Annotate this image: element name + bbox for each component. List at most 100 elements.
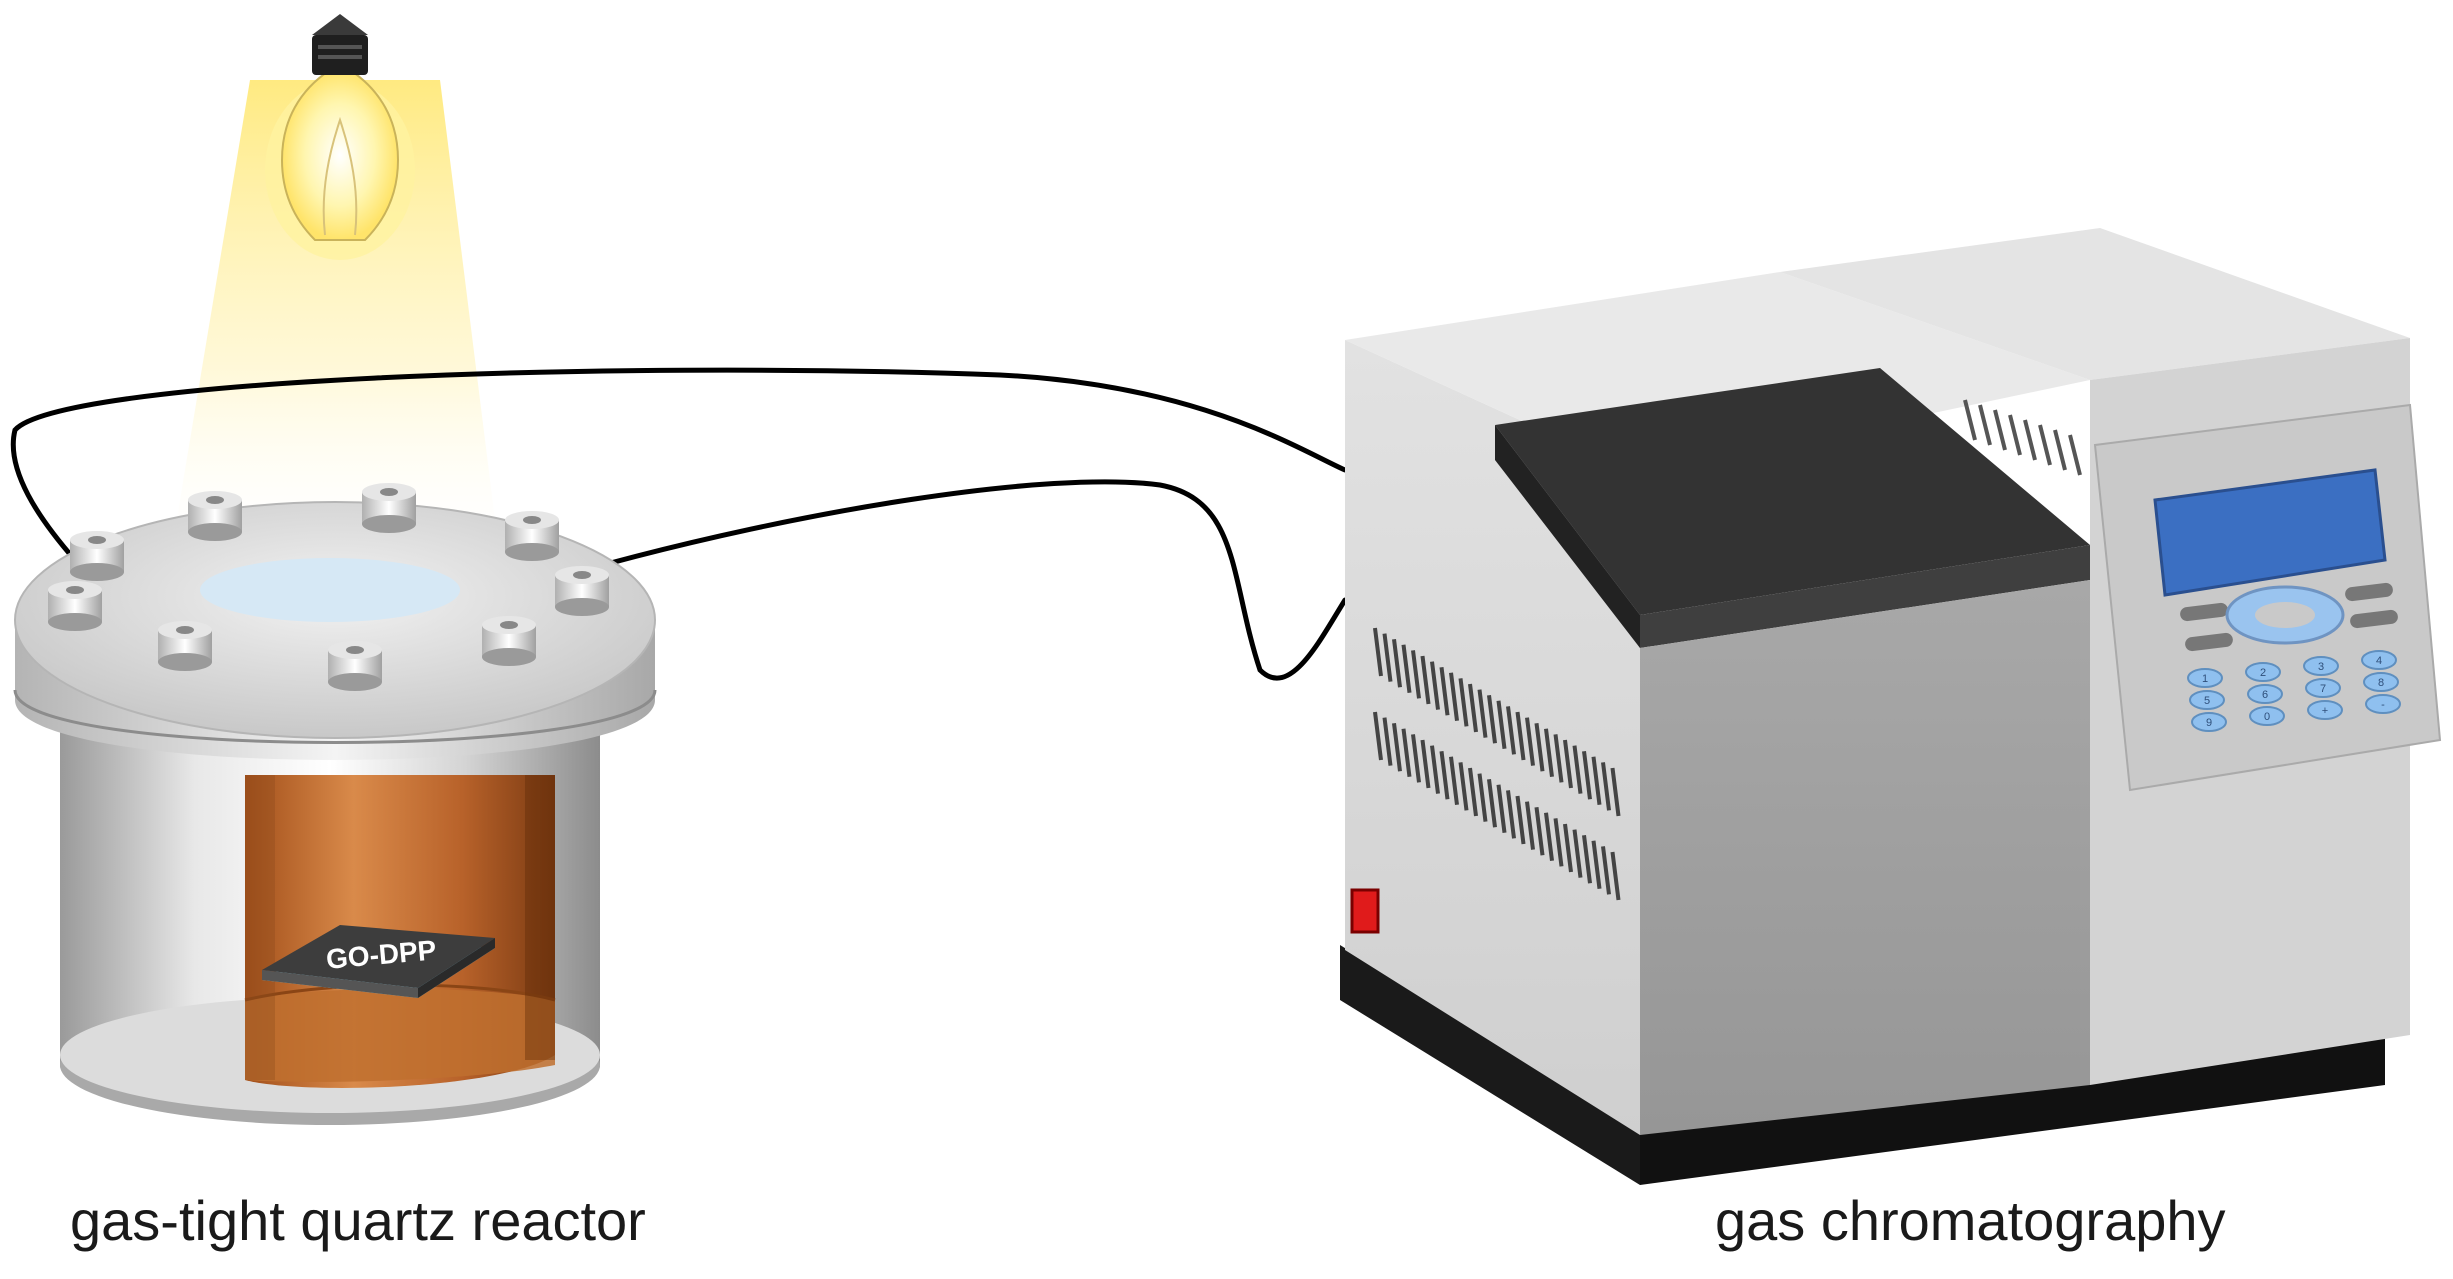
- keypad-key[interactable]: 2: [2245, 662, 2281, 682]
- vent-slit: [1534, 806, 1545, 856]
- light-bulb-icon: [280, 69, 400, 241]
- vent-slit: [1572, 745, 1583, 794]
- vent-slit: [1610, 851, 1621, 901]
- vent-slit: [1582, 834, 1592, 884]
- vent-slit: [1449, 756, 1459, 806]
- gc-front-panel: [1640, 580, 2090, 1135]
- vent-slit: [1582, 750, 1592, 800]
- keypad-key-label: 8: [2378, 677, 2384, 689]
- keypad-key-label: 2: [2260, 667, 2266, 679]
- bolt: [158, 621, 212, 671]
- vent-slit: [1430, 745, 1440, 794]
- go-dpp-sample: GO-DPP: [262, 925, 495, 998]
- vent-slit: [1525, 717, 1535, 766]
- vent-slit: [1563, 823, 1573, 873]
- keypad-key[interactable]: 9: [2191, 712, 2227, 732]
- vent-slit: [1411, 734, 1421, 783]
- vent-slit: [1373, 627, 1383, 677]
- keypad-key[interactable]: 6: [2247, 684, 2283, 704]
- vent-slit: [1439, 666, 1450, 716]
- keypad-key[interactable]: 4: [2361, 650, 2397, 670]
- vent-slit: [1572, 829, 1583, 878]
- bolt: [555, 566, 609, 616]
- tube-outlet: [10, 367, 1348, 563]
- light-beam: [170, 80, 500, 560]
- gc-keypad[interactable]: 1 2 3 4 5 6 7 8 9 0 + -: [2187, 650, 2401, 732]
- keypad-key[interactable]: 8: [2363, 672, 2399, 692]
- tube-inlet: [582, 479, 1348, 681]
- bolt: [48, 581, 102, 631]
- keypad-key[interactable]: +: [2307, 700, 2343, 720]
- vent-slit: [1449, 672, 1459, 722]
- quartz-reactor: GO-DPP: [13, 483, 657, 1125]
- vent-slit: [1420, 739, 1431, 789]
- vent-slit: [1544, 812, 1554, 862]
- vent-slit: [1477, 689, 1488, 738]
- keypad-key[interactable]: -: [2365, 694, 2401, 714]
- vent-slit: [1601, 762, 1611, 811]
- vent-slit: [1525, 801, 1535, 850]
- keypad-key[interactable]: 0: [2249, 706, 2285, 726]
- bolt: [328, 641, 382, 691]
- gas-tubing: [10, 367, 1348, 681]
- bolt: [362, 483, 416, 533]
- gc-nav-buttons[interactable]: [2179, 582, 2398, 652]
- keypad-key[interactable]: 7: [2305, 678, 2341, 698]
- keypad-key-label: 9: [2206, 717, 2212, 729]
- vent-slit: [1392, 638, 1402, 688]
- gc-oven-lid: [1495, 368, 2090, 615]
- reactor-caption: gas-tight quartz reactor: [70, 1189, 646, 1252]
- vent-slit: [1458, 678, 1469, 727]
- vent-slit: [1477, 773, 1488, 822]
- keypad-key[interactable]: 1: [2187, 668, 2223, 688]
- lamp: [170, 14, 500, 560]
- gc-side-vents: [1373, 627, 1621, 901]
- vent-slit: [1553, 734, 1564, 783]
- vent-slit: [1458, 762, 1469, 811]
- vent-slit: [1401, 728, 1412, 778]
- gc-caption: gas chromatography: [1715, 1189, 2226, 1252]
- keypad-key-label: +: [2322, 705, 2328, 717]
- power-button[interactable]: [1350, 888, 1380, 934]
- vent-slit: [1439, 750, 1450, 800]
- vent-slit: [1591, 840, 1602, 890]
- keypad-key[interactable]: 3: [2303, 656, 2339, 676]
- bolt: [482, 616, 536, 666]
- vent-slit: [1392, 722, 1402, 772]
- vent-slit: [1411, 650, 1421, 699]
- gc-base: [1340, 945, 1640, 1185]
- gc-display-screen: [2153, 468, 2387, 597]
- vent-slit: [1496, 700, 1507, 750]
- vent-slit: [1468, 683, 1478, 733]
- vent-slit: [1487, 778, 1497, 828]
- vent-slit: [1506, 706, 1516, 755]
- gc-top-vents: [1963, 399, 2082, 476]
- vent-slit: [1382, 717, 1393, 766]
- vent-slit: [1401, 644, 1412, 694]
- keypad-key-label: 3: [2318, 661, 2324, 673]
- vent-slit: [1420, 655, 1431, 705]
- keypad-key-label: 0: [2264, 711, 2270, 723]
- vent-slit: [1563, 739, 1573, 789]
- keypad-key[interactable]: 5: [2189, 690, 2225, 710]
- keypad-key-label: -: [2381, 699, 2385, 711]
- vent-slit: [1373, 711, 1383, 761]
- vent-slit: [1610, 767, 1621, 817]
- vent-slit: [1515, 711, 1526, 761]
- vent-slit: [1506, 790, 1516, 839]
- keypad-key-label: 1: [2202, 673, 2208, 685]
- gas-chromatograph: 1 2 3 4 5 6 7 8 9 0 + -: [1340, 228, 2442, 1185]
- vent-slit: [1534, 722, 1545, 772]
- flange-bolts: [48, 483, 609, 691]
- keypad-key-label: 5: [2204, 695, 2210, 707]
- keypad-key-label: 4: [2376, 655, 2382, 667]
- vent-slit: [1591, 756, 1602, 806]
- vent-slit: [1468, 767, 1478, 817]
- bolt: [70, 531, 124, 581]
- vent-slit: [1487, 694, 1497, 744]
- vent-slit: [1430, 661, 1440, 710]
- bolt: [505, 511, 559, 561]
- vent-slit: [1553, 818, 1564, 867]
- vent-slit: [1496, 784, 1507, 834]
